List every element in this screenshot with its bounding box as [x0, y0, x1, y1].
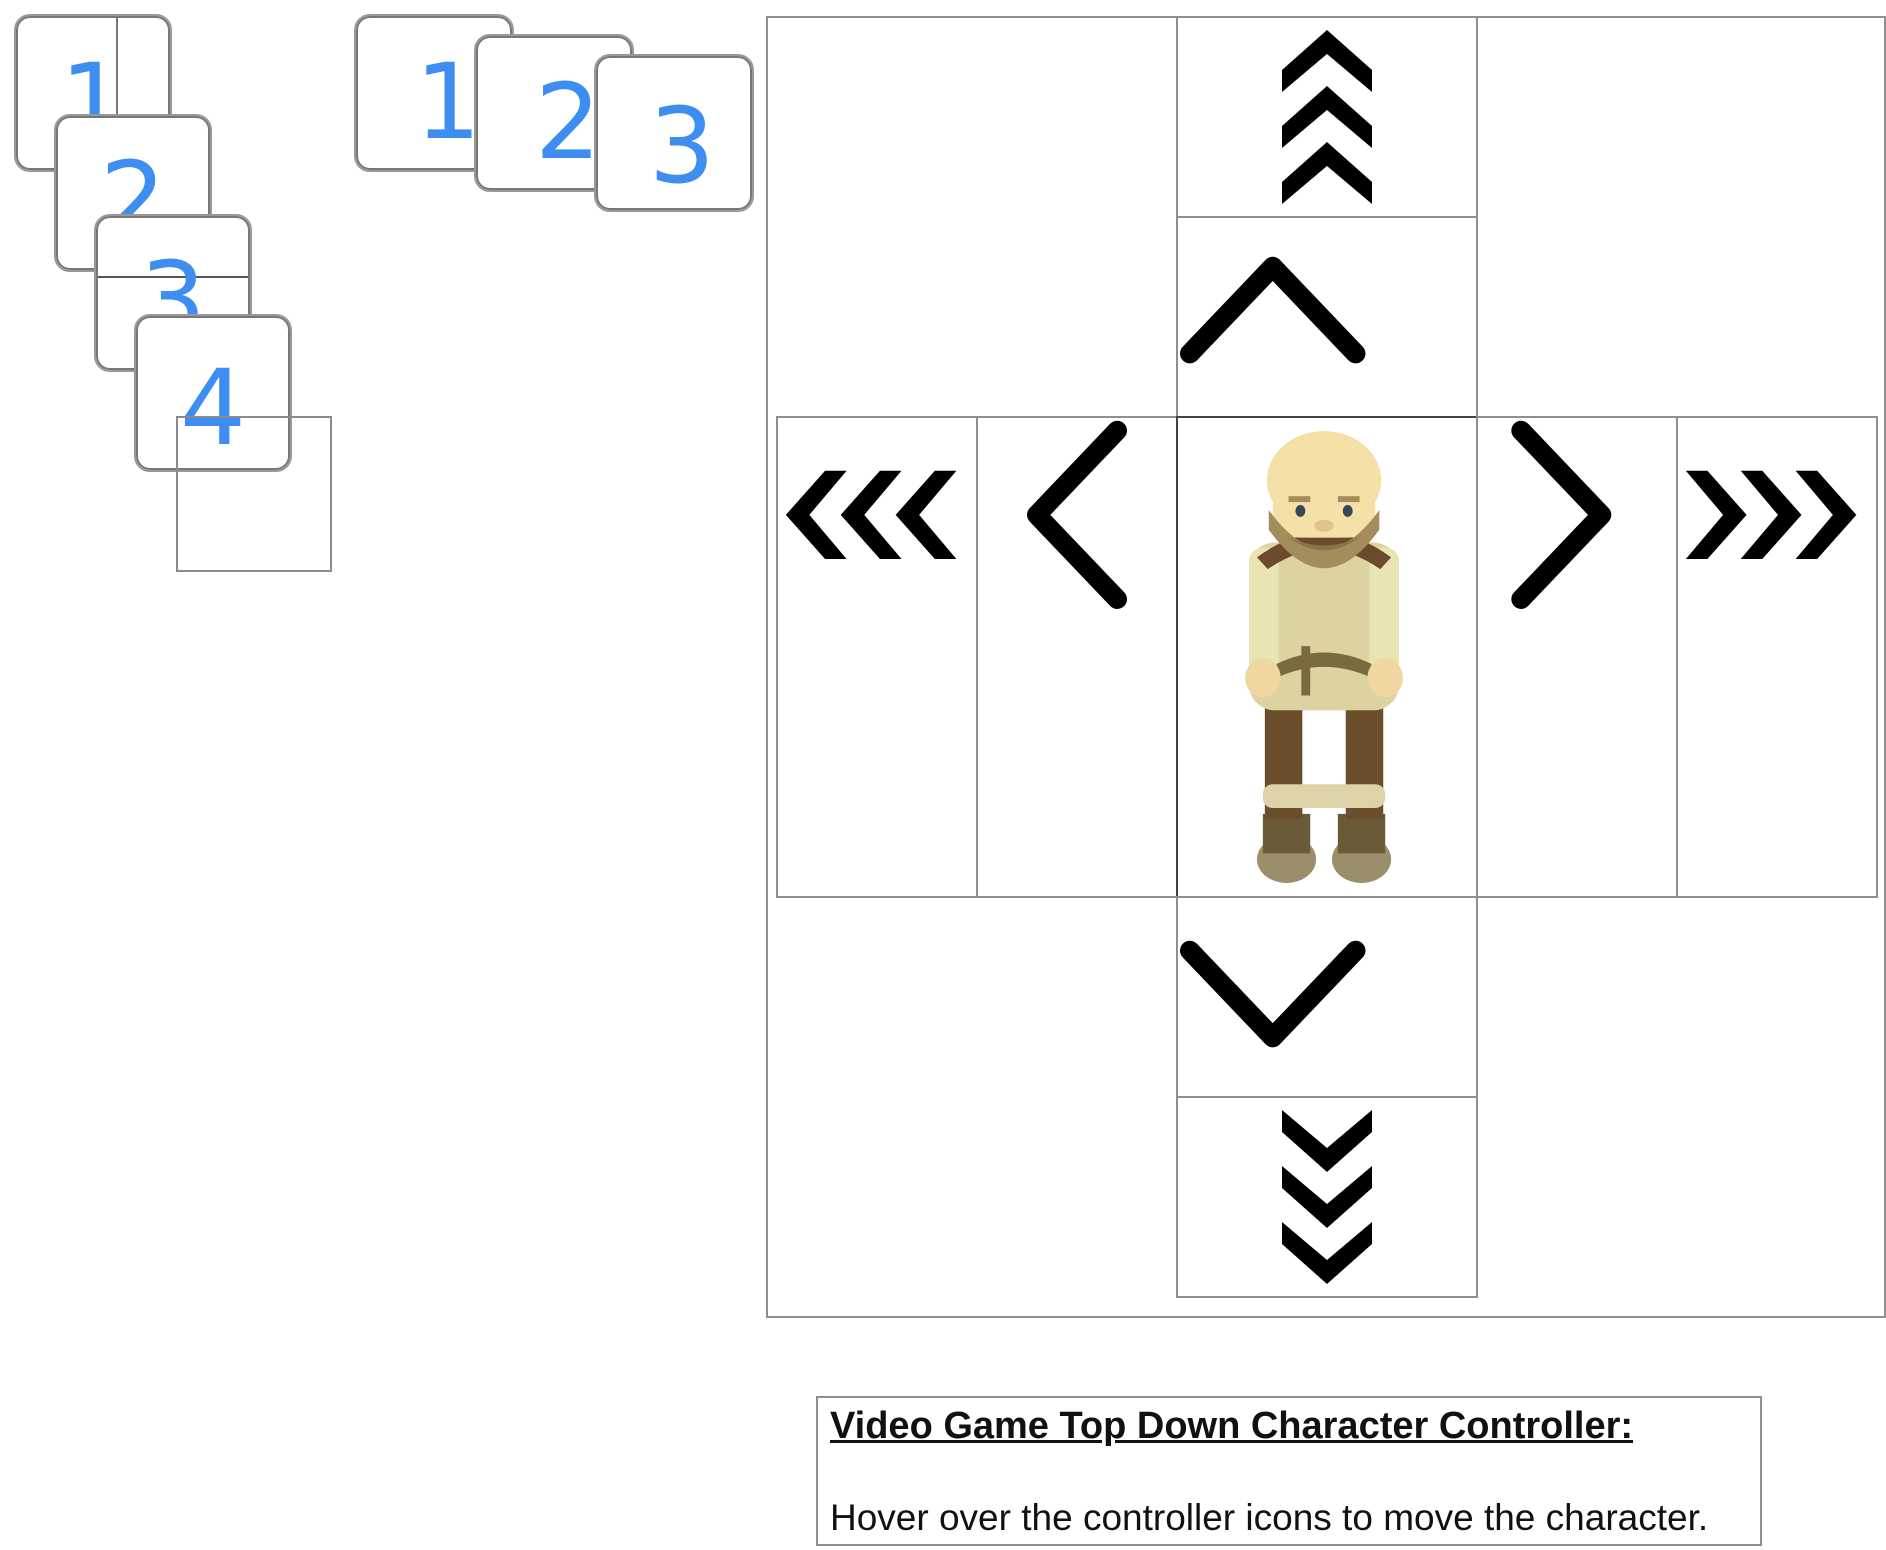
move-right-button[interactable]	[1476, 416, 1678, 898]
move-up-fast-button[interactable]	[1176, 16, 1478, 218]
info-panel: Video Game Top Down Character Controller…	[816, 1396, 1762, 1546]
chevron-up-icon	[1179, 256, 1366, 364]
chevron-right-icon	[1511, 420, 1612, 609]
move-down-button[interactable]	[1176, 896, 1478, 1098]
triple-chevron-right-icon	[1685, 470, 1857, 559]
move-down-fast-button[interactable]	[1176, 1096, 1478, 1298]
triple-chevron-down-icon	[1282, 1110, 1372, 1284]
chevron-down-icon	[1179, 940, 1366, 1048]
card-divider	[98, 276, 248, 278]
triple-chevron-up-icon	[1282, 30, 1372, 204]
move-left-button[interactable]	[976, 416, 1178, 898]
card-number: 4	[179, 347, 247, 469]
chevron-left-icon	[1027, 420, 1127, 609]
empty-card-slot	[176, 416, 332, 572]
move-right-fast-button[interactable]	[1676, 416, 1878, 898]
card-divider	[116, 18, 118, 168]
card-3[interactable]: 3	[594, 54, 754, 212]
triple-chevron-left-icon	[785, 470, 957, 559]
card-number: 1	[414, 41, 482, 163]
info-description: Hover over the controller icons to move …	[830, 1497, 1709, 1538]
card-number: 2	[534, 61, 602, 183]
card-4[interactable]: 4	[134, 314, 292, 472]
move-left-fast-button[interactable]	[776, 416, 978, 898]
info-title: Video Game Top Down Character Controller…	[830, 1405, 1634, 1447]
move-up-button[interactable]	[1176, 216, 1478, 418]
character-cell	[1176, 416, 1478, 898]
card-number: 3	[648, 85, 716, 207]
character-sprite	[1245, 431, 1403, 883]
